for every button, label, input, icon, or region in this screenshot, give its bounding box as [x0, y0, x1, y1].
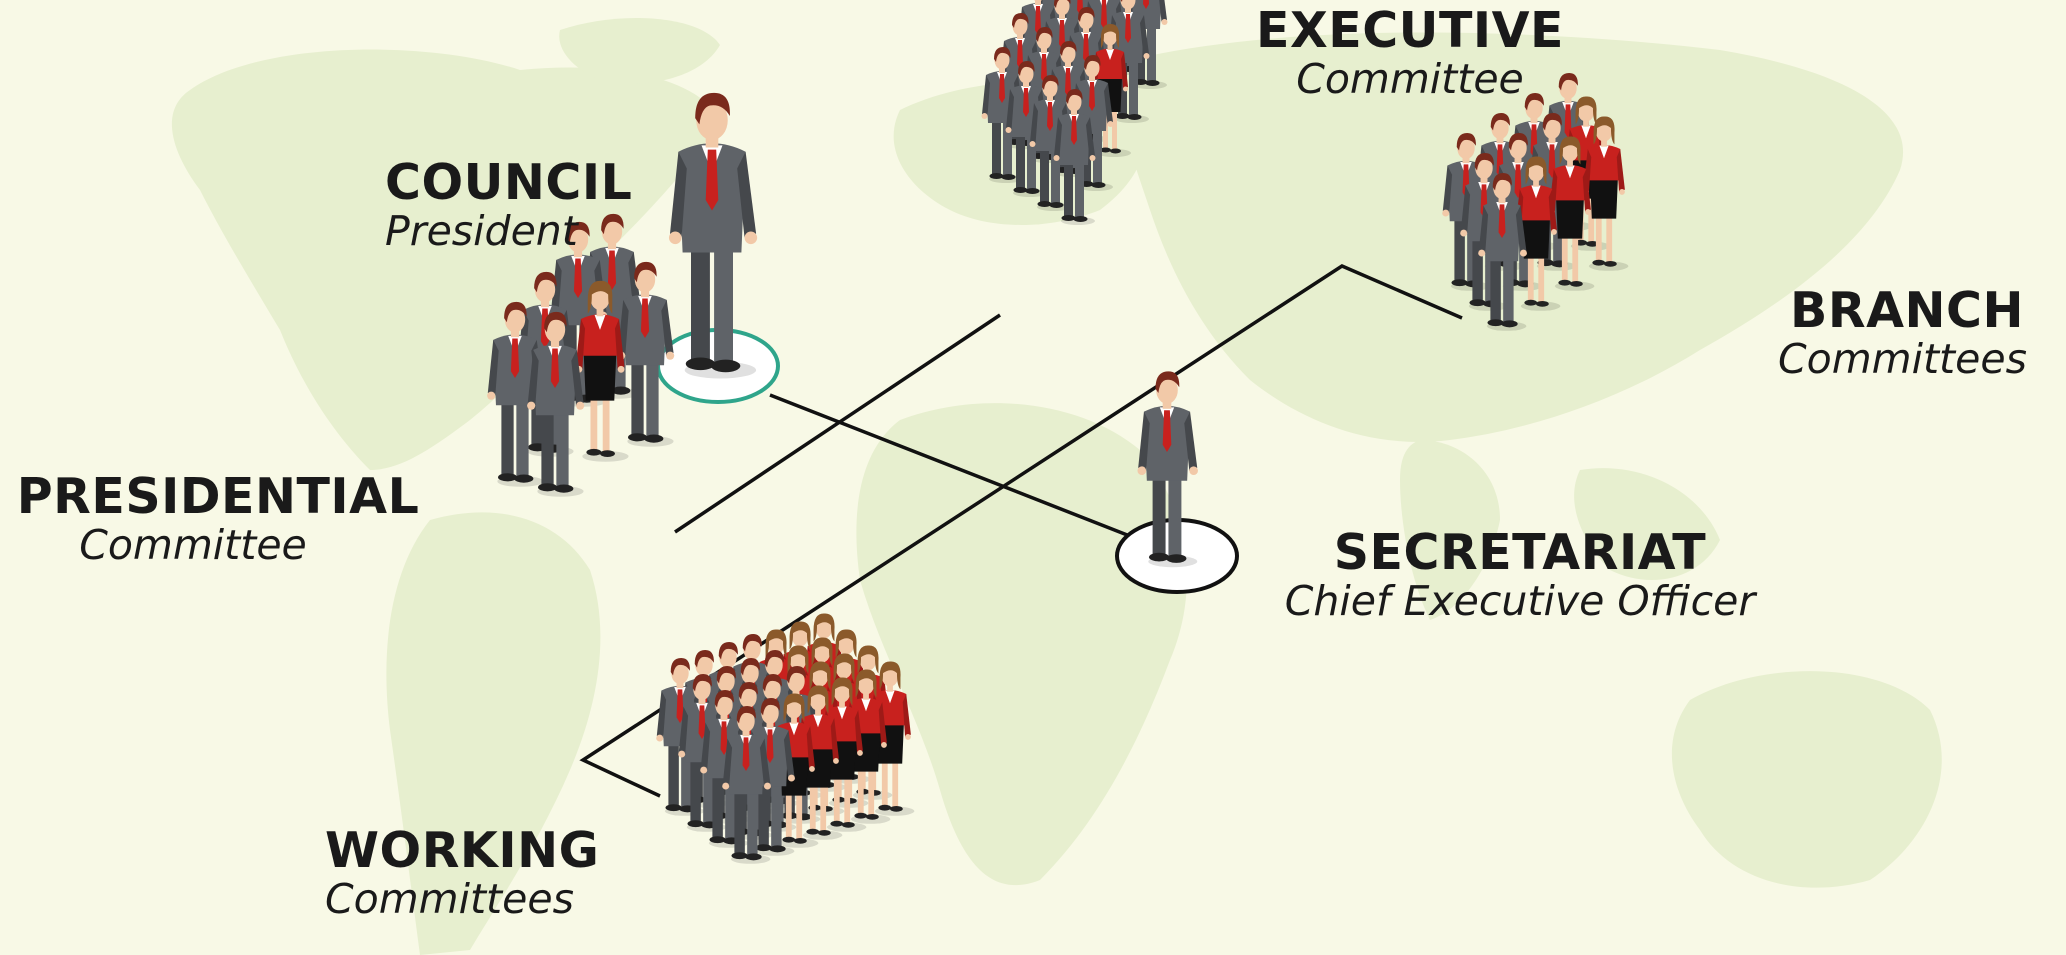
working-subtitle: Committees — [325, 875, 574, 923]
continent-southeast-asia — [1574, 468, 1720, 580]
working-person-4-1 — [722, 706, 771, 864]
branch-person-3-4 — [1583, 116, 1629, 271]
people-figures — [487, 0, 1629, 864]
connector-lines — [579, 264, 1463, 798]
council-label: COUNCIL President — [385, 158, 632, 252]
working-title: WORKING — [325, 822, 600, 879]
executive-label: EXECUTIVE Committee — [1225, 6, 1595, 100]
presidential-member-6 — [487, 301, 545, 487]
executive-title: EXECUTIVE — [1255, 2, 1565, 59]
council-title: COUNCIL — [385, 154, 633, 211]
branch-label: BRANCH Committees — [1778, 286, 2058, 380]
presidential-member-7 — [527, 311, 585, 497]
working-label: WORKING Committees — [325, 826, 599, 920]
branch-subtitle: Committees — [1778, 335, 2027, 383]
executive-person-4-1 — [1053, 89, 1096, 225]
council-to-secretariat-line — [769, 393, 1141, 542]
presidential-subtitle: Committee — [79, 521, 307, 569]
continent-australia — [1671, 671, 1942, 888]
continent-africa — [856, 403, 1187, 886]
secretariat-label: SECRETARIAT Chief Executive Officer — [1255, 528, 1785, 622]
branch-title: BRANCH — [1790, 282, 2024, 339]
presidential-title: PRESIDENTIAL — [16, 468, 420, 525]
presidential-to-executive-line — [674, 313, 1001, 534]
presidential-member-5 — [575, 280, 629, 462]
working-person-1-1 — [656, 658, 705, 816]
council-president-figure — [668, 92, 758, 379]
branch-person-3-1 — [1478, 173, 1527, 331]
council-subtitle: President — [385, 207, 578, 255]
continent-india-peninsula — [1400, 440, 1500, 620]
working-to-branch-line — [579, 264, 1463, 798]
executive-person-4-4 — [1107, 0, 1150, 123]
continent-south-america — [386, 512, 601, 955]
secretariat-title: SECRETARIAT — [1333, 524, 1707, 581]
continent-greenland — [559, 18, 720, 84]
secretariat-ceo-figure — [1137, 371, 1198, 568]
continent-north-america — [171, 49, 721, 471]
presidential-label: PRESIDENTIAL Committee — [8, 472, 428, 566]
executive-subtitle: Committee — [1296, 55, 1524, 103]
secretariat-subtitle: Chief Executive Officer — [1284, 577, 1756, 625]
branch-person-3-3 — [1549, 136, 1595, 291]
working-person-4-2 — [746, 698, 795, 856]
